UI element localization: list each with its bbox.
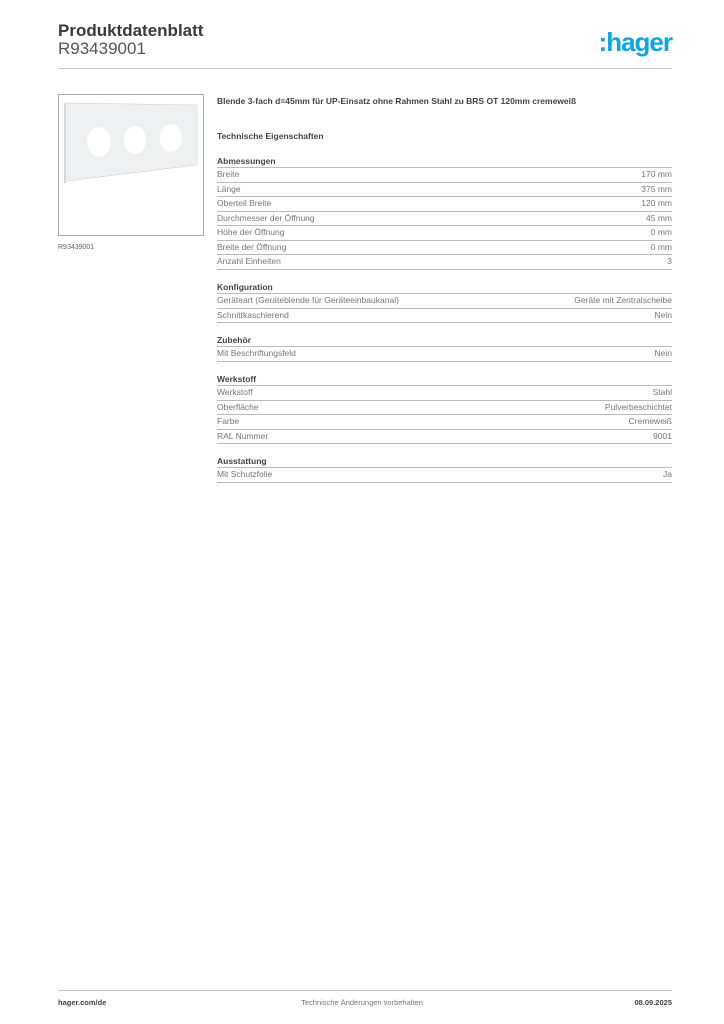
section-heading: Konfiguration — [217, 282, 672, 294]
property-value: 3 — [667, 256, 672, 266]
product-image — [58, 94, 204, 236]
property-value: Cremeweiß — [628, 416, 672, 426]
property-row: Breite 170 mm — [217, 168, 672, 183]
property-row: Farbe Cremeweiß — [217, 415, 672, 430]
image-caption: R93439001 — [58, 244, 95, 251]
property-row: Breite der Öffnung 0 mm — [217, 241, 672, 255]
property-label: Schnittkaschierend — [217, 309, 289, 320]
property-value: 375 mm — [641, 183, 672, 194]
property-label: Durchmesser der Öffnung — [217, 212, 315, 223]
property-value: Pulverbeschichtet — [604, 401, 672, 412]
property-label: Breite — [217, 169, 240, 179]
property-row: Anzahl Einheiten 3 — [217, 255, 672, 270]
header-divider — [58, 68, 672, 69]
property-label: Geräteart (Geräteblende für Geräteeinbau… — [217, 295, 399, 305]
section-heading: Werkstoff — [217, 374, 672, 386]
property-row: Mit Beschriftungsfeld Nein — [217, 347, 672, 362]
property-label: Werkstoff — [217, 387, 253, 397]
footer-divider — [58, 990, 672, 991]
section-heading: Abmessungen — [217, 156, 672, 168]
property-label: Farbe — [217, 416, 240, 426]
property-label: Höhe der Öffnung — [217, 227, 285, 237]
footer-note: Technische Änderungen vorbehalten — [301, 998, 423, 1007]
section-heading: Ausstattung — [217, 456, 672, 468]
cover-plate-illustration — [64, 102, 198, 183]
property-value: 170 mm — [641, 169, 672, 179]
property-label: Oberteil Breite — [217, 198, 272, 208]
property-label: Mit Schutzfolie — [217, 469, 273, 479]
property-value: Geräte mit Zentralscheibe — [574, 295, 672, 305]
property-row: Oberfläche Pulverbeschichtet — [217, 401, 672, 415]
property-row: Schnittkaschierend Nein — [217, 309, 672, 323]
property-label: RAL Nummer — [217, 430, 269, 441]
property-label: Mit Beschriftungsfeld — [217, 348, 296, 358]
page-title: Produktdatenblatt — [58, 21, 204, 40]
property-row: RAL Nummer 9001 — [217, 430, 672, 444]
property-value: 9001 — [653, 430, 672, 441]
property-row: Durchmesser der Öffnung 45 mm — [217, 212, 672, 226]
footer-date: 08.09.2025 — [634, 998, 672, 1007]
property-value: 0 mm — [650, 241, 672, 252]
section-label: Technische Eigenschaften — [217, 131, 324, 141]
hager-logo: :hager — [598, 27, 673, 57]
product-title: Blende 3-fach d=45mm für UP-Einsatz ohne… — [217, 96, 577, 106]
property-value: 45 mm — [646, 212, 672, 223]
property-row: Oberteil Breite 120 mm — [217, 197, 672, 212]
footer-website[interactable]: hager.com/de — [58, 998, 107, 1007]
property-row: Werkstoff Stahl — [217, 386, 672, 401]
property-row: Länge 375 mm — [217, 183, 672, 197]
property-value: Nein — [654, 348, 672, 358]
property-row: Geräteart (Geräteblende für Geräteeinbau… — [217, 294, 672, 309]
property-label: Anzahl Einheiten — [217, 256, 281, 266]
property-value: Ja — [663, 469, 672, 479]
product-code: R93439001 — [58, 39, 146, 58]
property-value: Nein — [654, 309, 672, 320]
property-value: 120 mm — [641, 198, 672, 208]
property-label: Oberfläche — [217, 401, 259, 412]
property-row: Mit Schutzfolie Ja — [217, 468, 672, 483]
property-value: Stahl — [652, 387, 672, 397]
property-label: Länge — [217, 183, 241, 194]
section-heading: Zubehör — [217, 335, 672, 347]
property-row: Höhe der Öffnung 0 mm — [217, 226, 672, 241]
property-label: Breite der Öffnung — [217, 241, 287, 252]
property-value: 0 mm — [650, 227, 672, 237]
